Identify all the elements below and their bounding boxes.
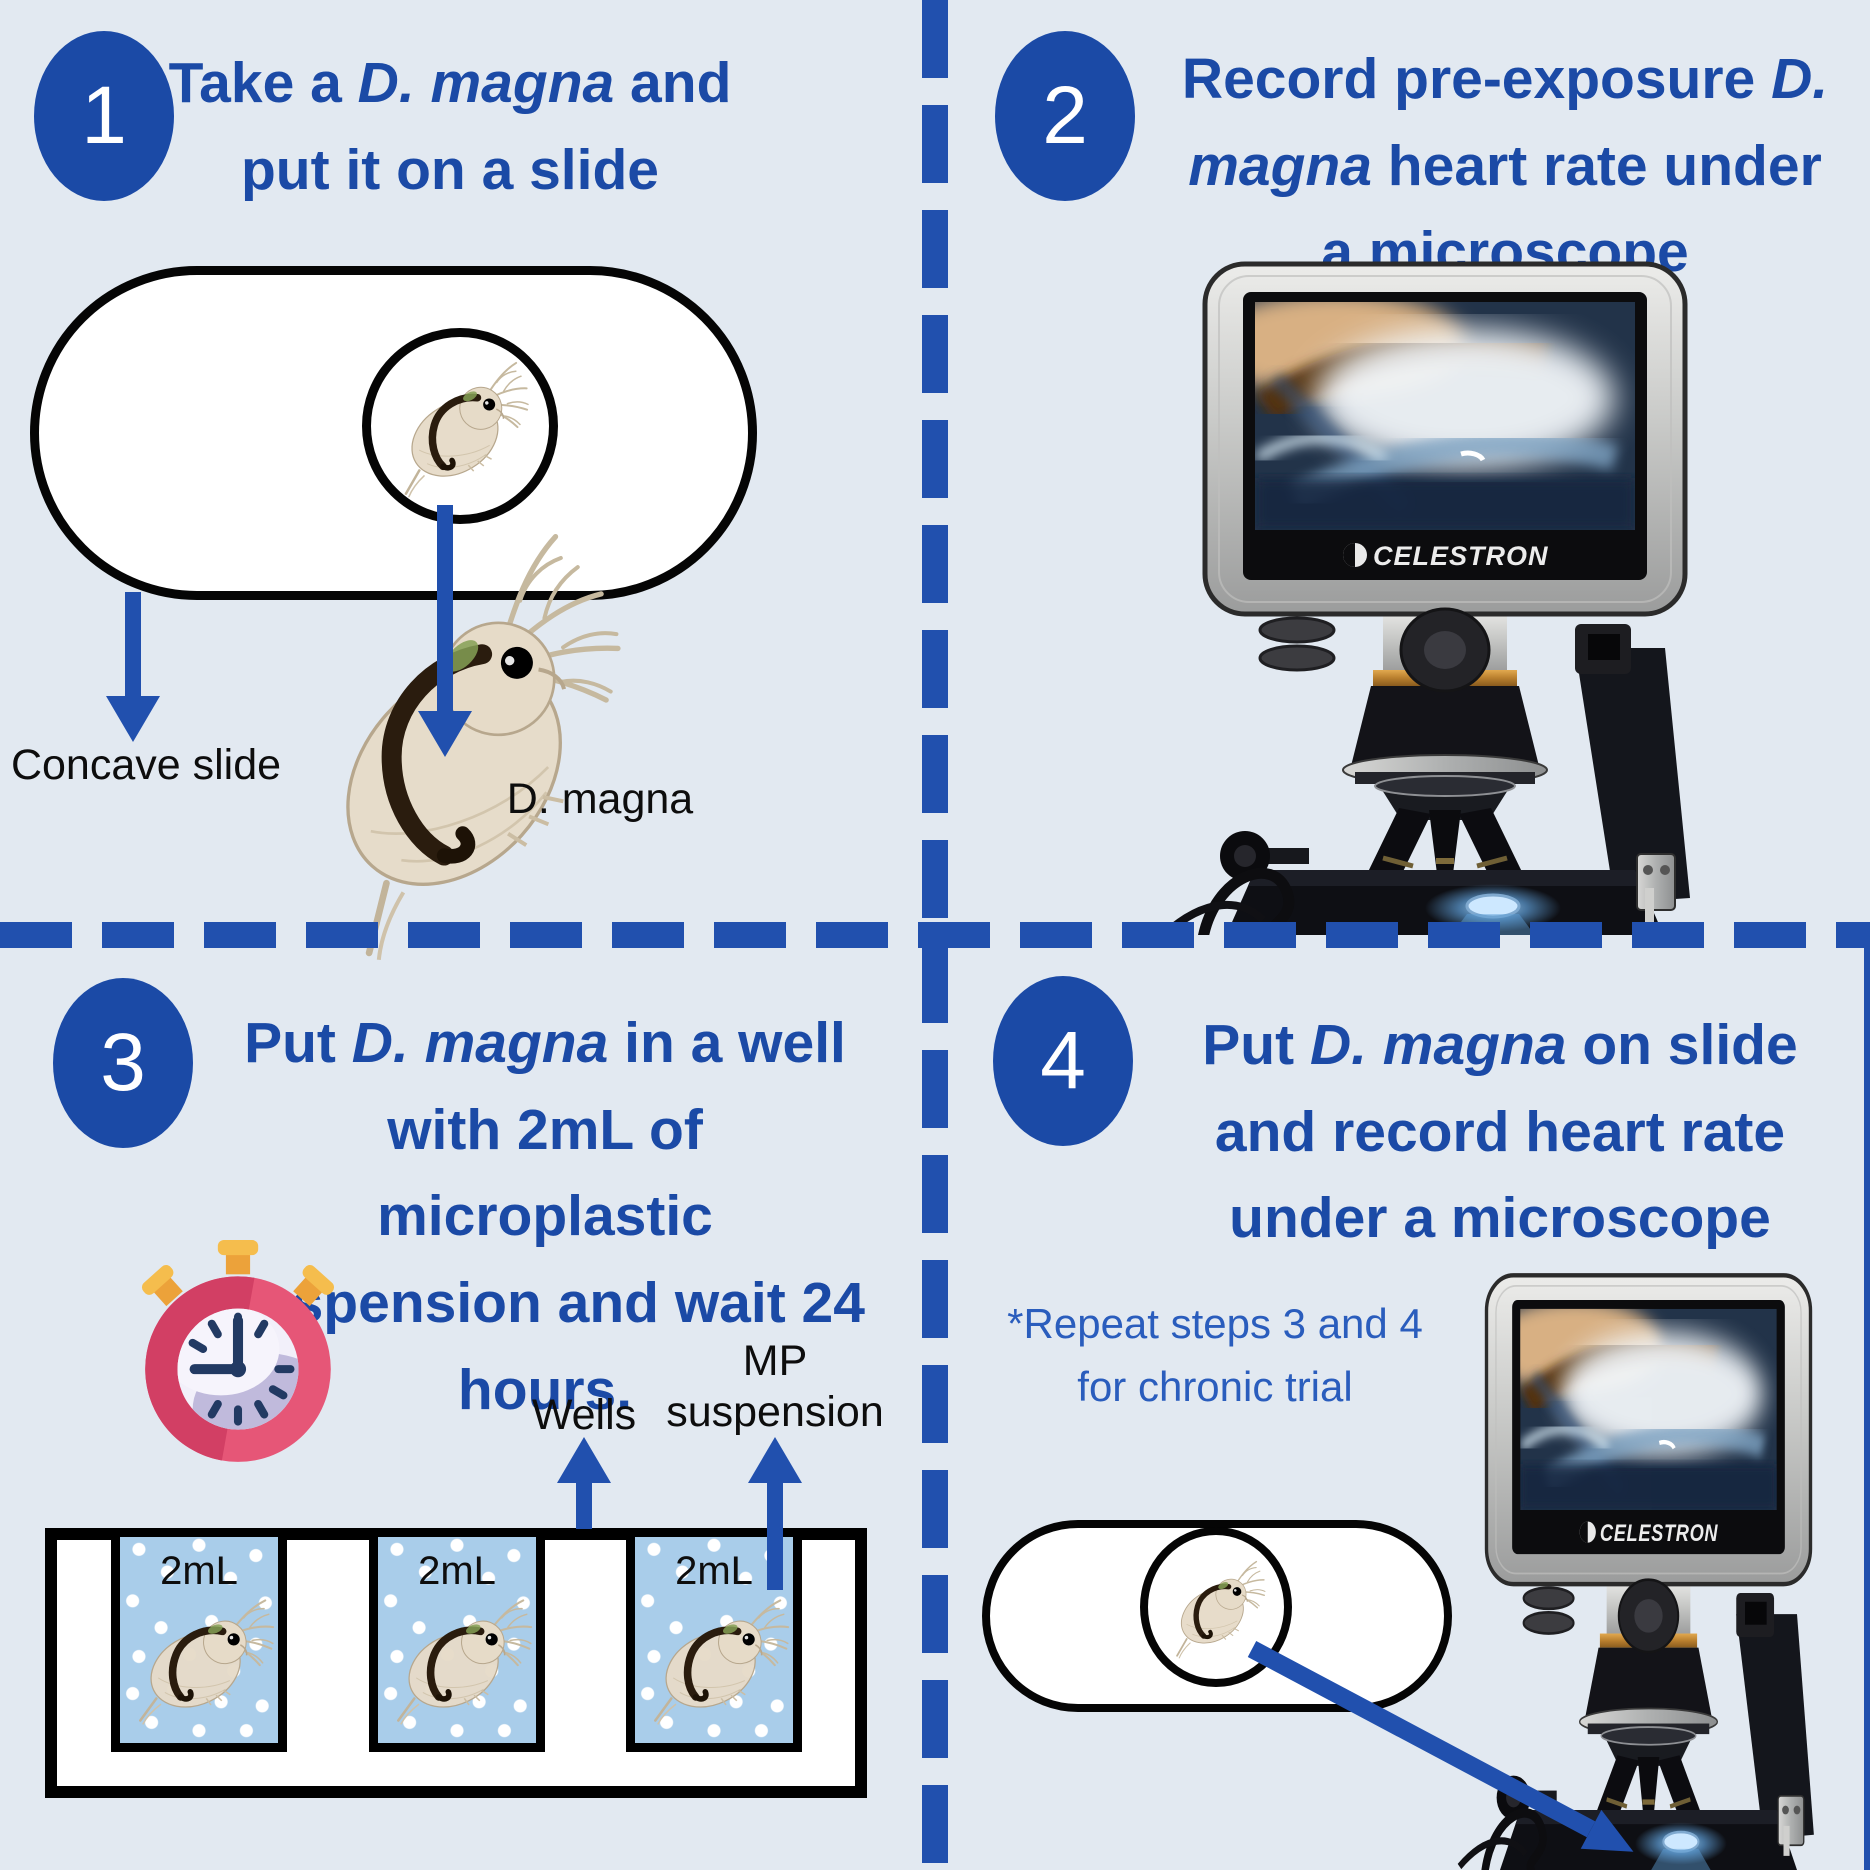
well-1: 2mL: [111, 1528, 287, 1752]
concave-slide-label: Concave slide: [10, 741, 282, 789]
concave-slide-arrow: [106, 592, 160, 742]
well-3: 2mL: [626, 1528, 802, 1752]
daphnia-zoom-arrow: [418, 505, 472, 757]
well-2-volume: 2mL: [418, 1549, 496, 1593]
daphnia-photo-label: D. magna: [506, 775, 694, 823]
step2-number-badge: 2: [995, 31, 1135, 201]
step3-number-badge: 3: [53, 978, 193, 1148]
step4-number: 4: [1040, 1015, 1086, 1106]
wells-label: Wells: [531, 1391, 637, 1439]
step2-title: Record pre-exposure D.magna heart rate u…: [1181, 47, 1829, 285]
well-1-volume: 2mL: [160, 1549, 238, 1593]
step4-number-badge: 4: [993, 976, 1133, 1146]
microscope-photo: [1145, 258, 1745, 935]
step3-number: 3: [100, 1017, 146, 1108]
daphnia-in-well-3: [641, 1592, 793, 1729]
daphnia-in-well-2: [384, 1592, 536, 1729]
daphnia-icon: [373, 347, 547, 505]
step2-photo-area: [935, 0, 1870, 935]
mp-suspension-arrow: [748, 1437, 802, 1590]
well-2: 2mL: [369, 1528, 545, 1752]
step2-number: 2: [1042, 70, 1088, 161]
right-edge-accent: [1864, 930, 1870, 1870]
step1-number: 1: [81, 70, 127, 161]
step1-slide-well-circle: [362, 328, 558, 524]
vertical-dashed-divider: [922, 0, 948, 1870]
daphnia-in-well-1: [126, 1592, 278, 1729]
stopwatch-icon: [132, 1236, 344, 1473]
well-3-volume: 2mL: [675, 1549, 753, 1593]
step1-number-badge: 1: [34, 31, 174, 201]
step1-concave-slide: [30, 266, 757, 600]
wells-arrow: [557, 1437, 611, 1529]
